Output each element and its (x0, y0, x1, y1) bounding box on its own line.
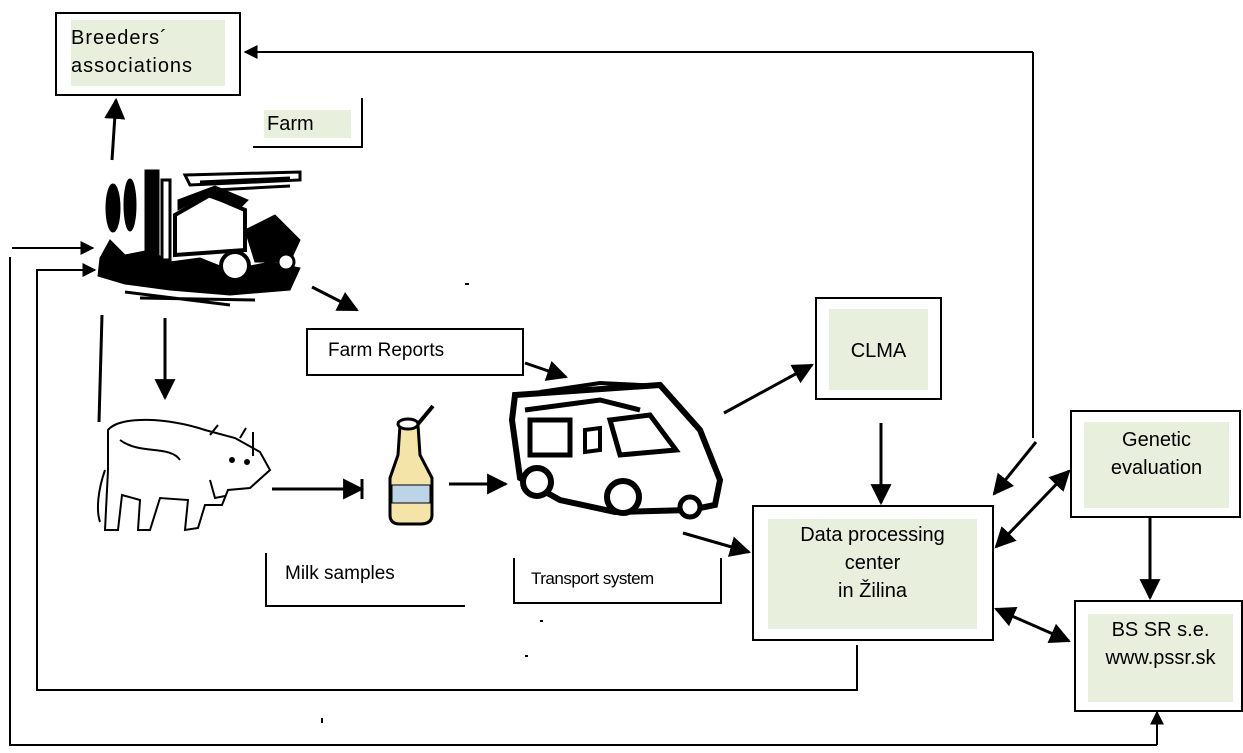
transport-label: Transport system (531, 569, 654, 588)
flow-arrows (97, 97, 1161, 644)
arrow-farm-to-breeders (104, 97, 126, 161)
node-data-center: Data processing center in Žilina (752, 505, 994, 641)
bs-sr-label: BS SR s.e. www.pssr.sk (1105, 619, 1216, 669)
arrow-right-to-data (992, 441, 1038, 496)
farm-clipart (97, 169, 302, 307)
arrow-van-to-data (682, 531, 752, 557)
loop-data-center-to-farm (36, 263, 858, 691)
node-genetic-evaluation: Genetic evaluation (1070, 410, 1241, 518)
milk-samples-label: Milk samples (285, 563, 395, 584)
line-farm-down (97, 314, 104, 423)
connector-lines (9, 45, 1164, 746)
arrow-farm-to-reports (311, 285, 359, 312)
data-center-label: Data processing center in Žilina (800, 524, 945, 602)
node-transport: Transport system (513, 558, 722, 604)
node-farm: Farm (253, 98, 363, 148)
arrow-data-bs (994, 606, 1071, 644)
farm-label: Farm (267, 113, 314, 135)
milk-bottle-clipart (388, 404, 435, 526)
node-farm-reports: Farm Reports (306, 328, 524, 376)
clma-label: CLMA (850, 340, 907, 362)
node-bs-sr: BS SR s.e. www.pssr.sk (1074, 600, 1243, 712)
node-clma: CLMA (815, 297, 942, 400)
arrow-reports-to-van (524, 360, 568, 381)
genetic-label: Genetic evaluation (1110, 429, 1203, 479)
arrow-data-genetic (994, 469, 1071, 549)
stray-dots (321, 283, 543, 723)
breeders-label: Breeders´ associations (71, 27, 194, 77)
node-milk-samples: Milk samples (265, 553, 465, 607)
farm-reports-label: Farm Reports (328, 340, 445, 361)
arrow-van-to-clma (723, 363, 814, 415)
outer-loop-line (9, 257, 1157, 746)
van-clipart (508, 380, 724, 520)
cow-clipart (96, 418, 272, 532)
node-breeders: Breeders´ associations (55, 12, 241, 96)
